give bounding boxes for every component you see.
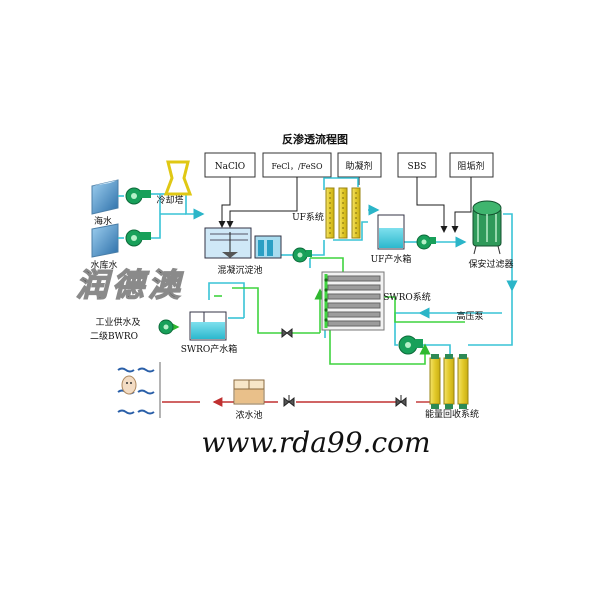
industrial-supply-label-1: 工业供水及 bbox=[95, 316, 140, 328]
uf-feed-pump bbox=[292, 247, 312, 263]
uf-tank-label: UF产水箱 bbox=[371, 253, 412, 265]
chemical-box-fecl: FeCl，/FeSO bbox=[262, 152, 332, 178]
erd-label: 能量回收系统 bbox=[425, 408, 479, 420]
uf-system: UF系统 bbox=[292, 187, 361, 239]
brine-tank-label: 浓水池 bbox=[235, 409, 262, 421]
security-filter: 保安过滤器 bbox=[468, 200, 514, 270]
chemical-label-antiscalant: 阻垢剂 bbox=[457, 160, 484, 172]
sea-outfall bbox=[117, 362, 161, 418]
chemical-box-antiscalant: 阻垢剂 bbox=[449, 152, 494, 178]
brine-tank: 浓水池 bbox=[233, 379, 265, 421]
security-filter-label: 保安过滤器 bbox=[468, 258, 513, 270]
seawater-label: 海水 bbox=[94, 215, 112, 227]
valve-swro-product bbox=[281, 327, 293, 339]
chemical-label-coagulant-aid: 助凝剂 bbox=[345, 160, 372, 172]
chemical-label-naclo: NaClO bbox=[215, 162, 245, 172]
swro-system-label: SWRO系统 bbox=[383, 291, 431, 303]
watermark: 润德澳 bbox=[76, 266, 184, 304]
chemical-label-sbs: SBS bbox=[408, 162, 427, 172]
filter-feed-pump bbox=[416, 234, 436, 250]
uf-system-label: UF系统 bbox=[292, 211, 324, 223]
intake-pump-seawater bbox=[125, 187, 151, 205]
high-pressure-pump bbox=[398, 335, 423, 355]
swro-membranes bbox=[327, 275, 381, 327]
coagulation-sedimentation-tank: 混凝沉淀池 bbox=[204, 227, 282, 276]
swro-product-pump bbox=[158, 319, 174, 335]
chemical-box-sbs: SBS bbox=[397, 152, 437, 178]
uf-product-tank: UF产水箱 bbox=[371, 214, 412, 265]
coagulation-tank-label: 混凝沉淀池 bbox=[217, 264, 262, 276]
swro-product-tank: SWRO产水箱 bbox=[181, 311, 238, 355]
swro-rack: SWRO系统 bbox=[321, 271, 431, 331]
reservoir-label: 水库水 bbox=[90, 259, 117, 271]
website-url: www.rda99.com bbox=[201, 426, 430, 459]
swro-tank-label: SWRO产水箱 bbox=[181, 343, 238, 355]
valve-brine-2 bbox=[283, 395, 295, 408]
cooling-tower: 冷却塔 bbox=[156, 160, 193, 206]
reservoir-source: 水库水 bbox=[90, 223, 119, 271]
valve-brine-1 bbox=[395, 395, 407, 408]
product-pipes bbox=[160, 257, 465, 365]
chemical-box-naclo: NaClO bbox=[204, 152, 256, 178]
dosing-lines bbox=[218, 177, 472, 233]
chemical-label-fecl: FeCl，/FeSO bbox=[271, 162, 323, 171]
hp-pump-label: 高压泵 bbox=[456, 310, 483, 322]
cooling-tower-label: 冷却塔 bbox=[156, 194, 183, 206]
industrial-supply-label-2: 二级BWRO bbox=[90, 330, 138, 342]
chemical-box-coagulant-aid: 助凝剂 bbox=[337, 152, 382, 178]
energy-recovery-system: 能量回收系统 bbox=[425, 354, 479, 420]
intake-pump-reservoir bbox=[125, 229, 151, 247]
diagram-title: 反渗透流程图 bbox=[282, 132, 348, 146]
seawater-source: 海水 bbox=[91, 179, 119, 227]
